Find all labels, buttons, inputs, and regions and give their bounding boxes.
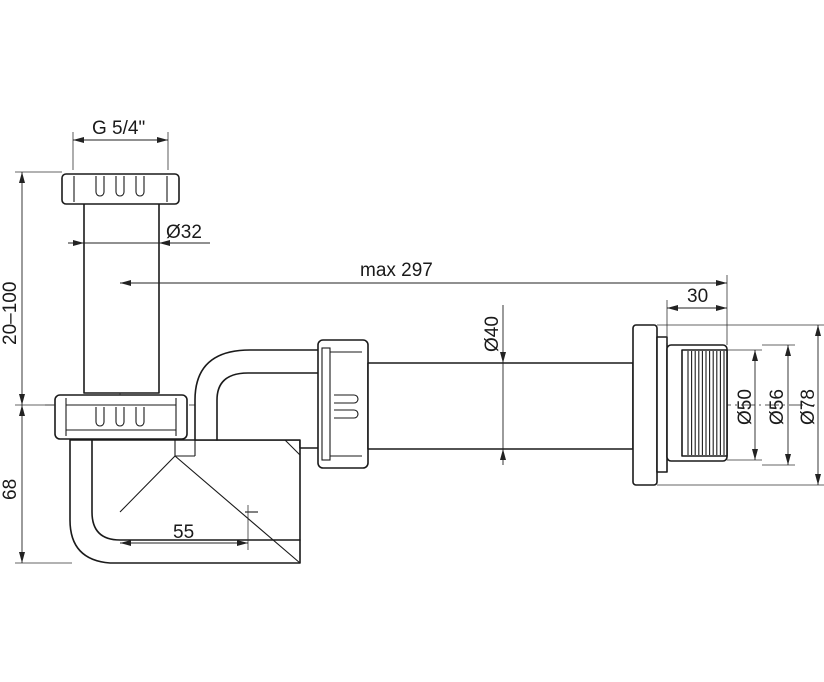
side-nut	[317, 339, 369, 469]
wall-rosette	[632, 324, 668, 486]
dim-sleeve-outer-diameter-label: Ø56	[767, 389, 788, 425]
dim-pipe-diameter: Ø32	[68, 222, 210, 246]
dim-outlet-offset-label: 55	[173, 522, 194, 543]
horizontal-pipe	[367, 362, 634, 450]
elbow-bend	[194, 349, 326, 449]
dim-drop-height-label: 68	[0, 479, 21, 500]
dim-sleeve-inner-diameter-label: Ø50	[735, 389, 756, 425]
dim-drop-height: 68	[0, 405, 72, 564]
dim-pipe-diameter-label: Ø32	[166, 222, 202, 243]
dim-sleeve-inner-diameter: Ø50	[727, 349, 762, 461]
threaded-sleeve	[666, 344, 728, 462]
dim-wall-offset-label: 30	[687, 286, 708, 307]
dim-thread: G 5/4"	[72, 118, 169, 170]
dim-rosette-diameter-label: Ø78	[798, 389, 819, 425]
dim-rosette-diameter: Ø78	[657, 324, 824, 486]
middle-nut	[54, 394, 188, 440]
dim-height-range: 20–100	[0, 171, 62, 406]
dim-outlet-offset: 55	[120, 505, 249, 550]
dim-thread-label: G 5/4"	[92, 118, 145, 139]
dim-sleeve-outer-diameter: Ø56	[762, 344, 795, 466]
vertical-tailpipe	[83, 202, 160, 394]
dim-height-range-label: 20–100	[0, 282, 21, 345]
dim-max-length-label: max 297	[360, 260, 433, 281]
dim-max-length: max 297	[120, 260, 728, 345]
top-nut	[61, 173, 180, 205]
dim-horizontal-pipe-diameter: Ø40	[482, 305, 506, 465]
dim-horizontal-pipe-diameter-label: Ø40	[482, 316, 503, 352]
dim-wall-offset: 30	[666, 286, 727, 343]
sleeve-ribs	[687, 351, 725, 455]
